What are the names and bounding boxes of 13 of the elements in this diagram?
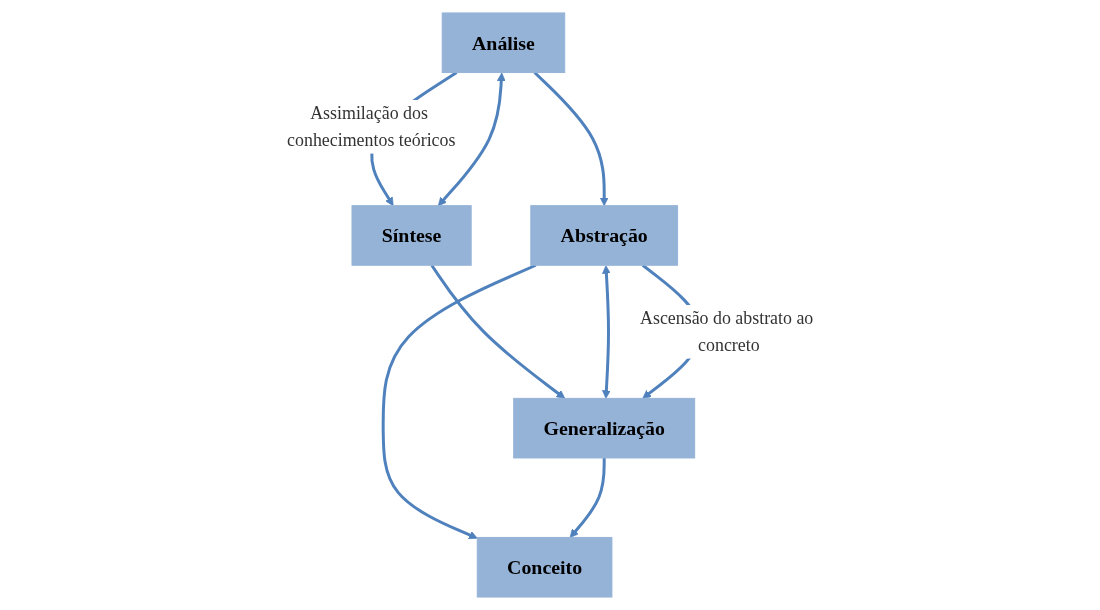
node-box: Conceito xyxy=(476,536,613,598)
node-box: Generalização xyxy=(513,397,696,459)
arrow xyxy=(437,72,506,207)
node-box: Síntese xyxy=(351,205,472,266)
edge-label: Ascensão do abstrato ao concreto xyxy=(639,307,814,355)
edge-label: Assimilação dos conhecimentos teóricos xyxy=(287,102,456,150)
node-box: Análise xyxy=(441,12,566,74)
node-box: Abstração xyxy=(530,205,678,266)
arrow xyxy=(533,71,609,207)
arrow xyxy=(569,457,606,538)
arrow xyxy=(381,263,537,540)
arrow xyxy=(601,265,611,399)
arrow xyxy=(430,264,566,399)
